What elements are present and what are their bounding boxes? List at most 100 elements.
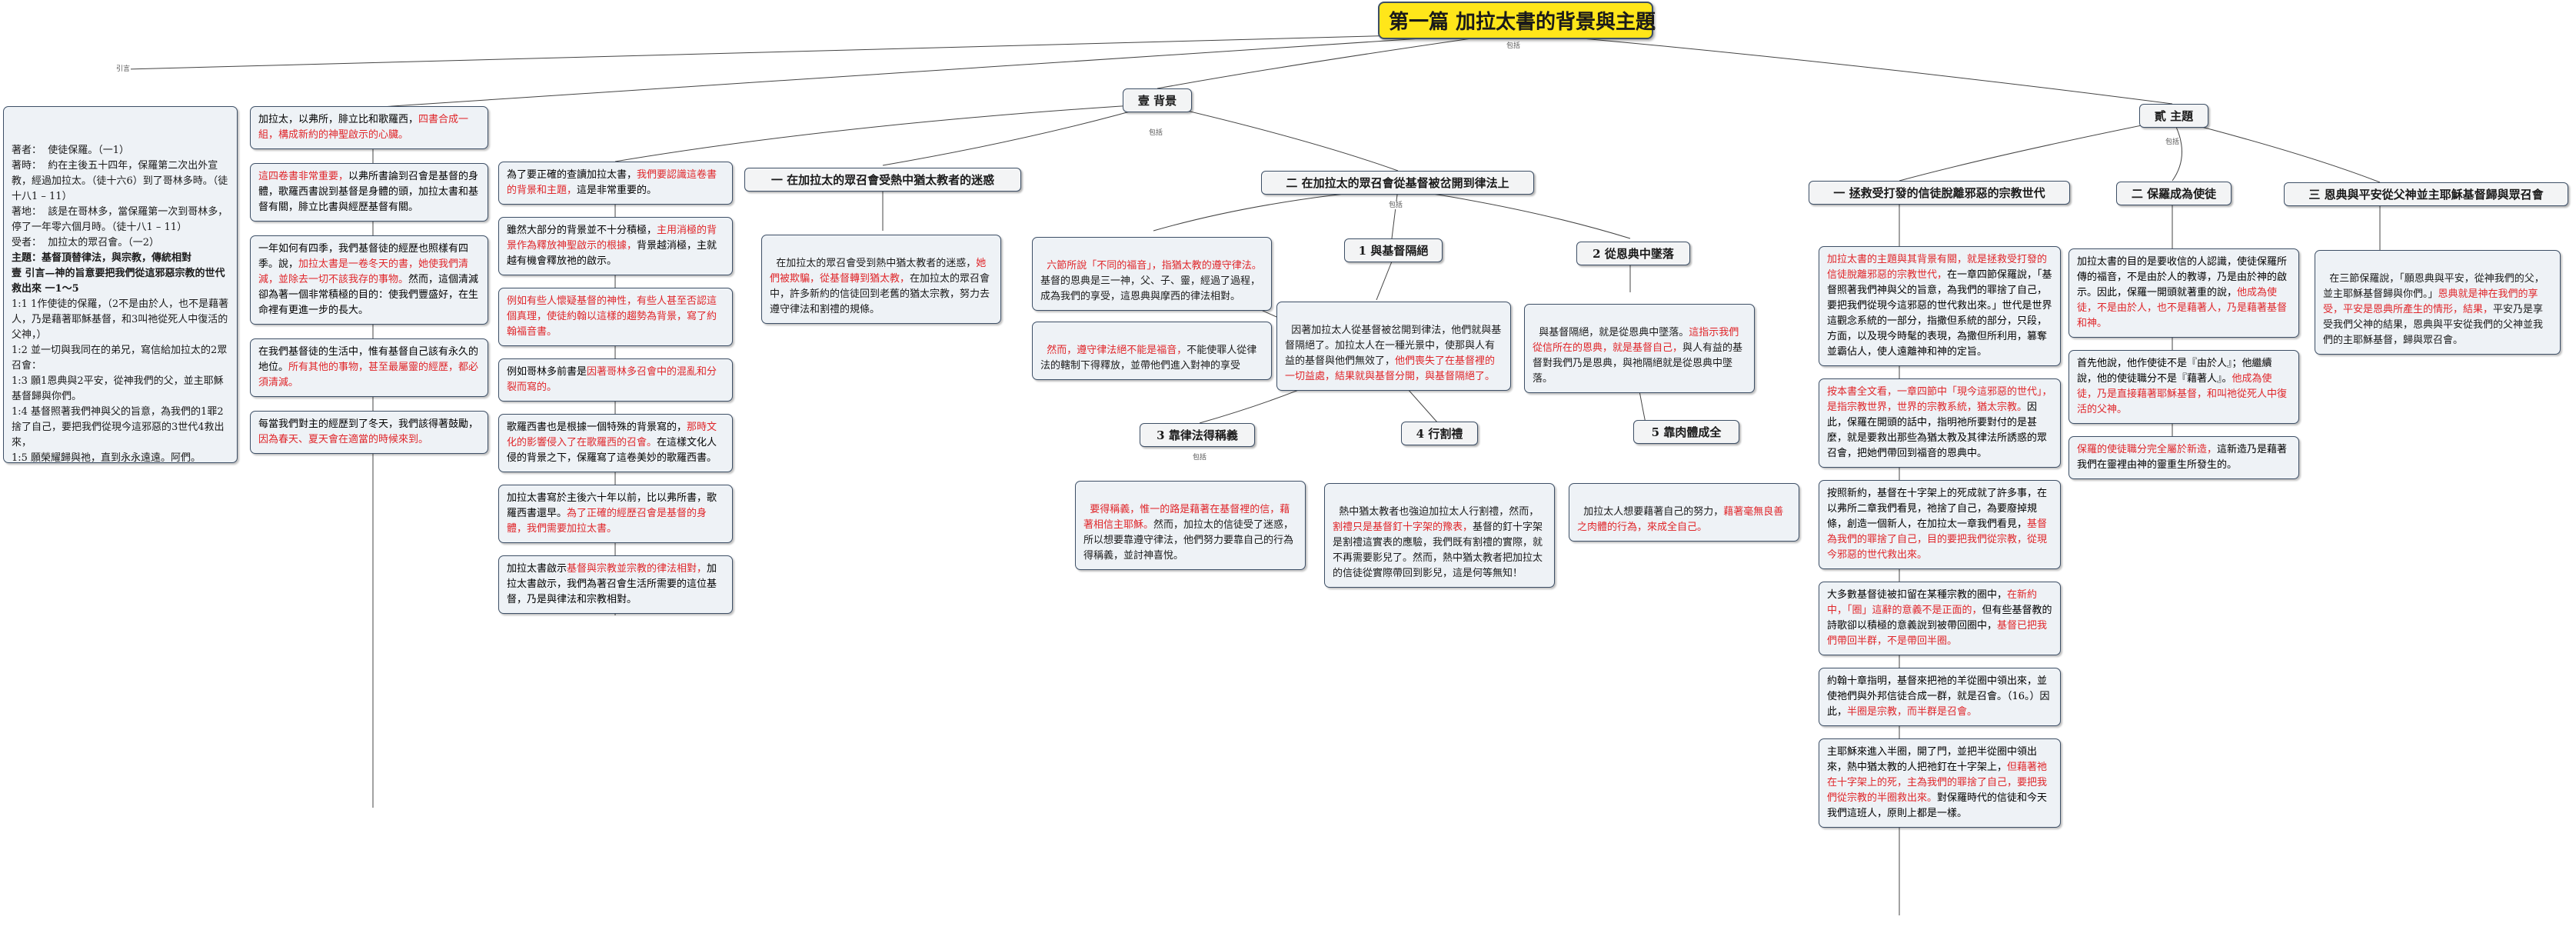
background-box-1[interactable]: 為了要正確的查讀加拉太書，我們要認識這卷書的背景和主題，這是非常重要的。 [498,162,733,205]
body-text: 加拉太，以弗所，腓立比和歌羅西， [258,114,419,125]
highlight-text: 我們要認識這卷書的背景和主題， [507,169,717,196]
highlight-text: 為了正確的經歷召會是基督的身體，我們需要加拉太書。 [507,508,707,535]
intro-line: 著地： 該是在哥林多，當保羅第一次到哥林多，停了一年零六個月時。（徒十八1 – … [12,206,228,233]
highlight-text: 這四卷書非常重要， [258,171,349,182]
column-overview: 加拉太，以弗所，腓立比和歌羅西，四書合成一組，構成新約的神聖啟示的心臟。這四卷書… [250,106,488,468]
body-text: 在三節保羅說，「願恩典與平安，從神我們的父，並主耶穌基督歸與你們。」 [2323,273,2544,300]
overview-box-1[interactable]: 加拉太，以弗所，腓立比和歌羅西，四書合成一組，構成新約的神聖啟示的心臟。 [250,106,488,149]
intro-line: 受者： 加拉太的眾召會。（一2） [12,237,160,248]
body-text: 大多數基督徒被扣留在某種宗教的圈中， [1827,589,2008,601]
theme2-title[interactable]: 二 保羅成為使徒 [2116,182,2232,205]
sub2-title[interactable]: 2 從恩典中墜落 [1576,242,1690,265]
theme1-box-2[interactable]: 按本書全文看，一章四節中「現今這邪惡的世代」，是指宗教世界，世界的宗教系統，猶太… [1819,378,2061,468]
highlight-text: 他成為使徒，乃是直接藉著耶穌基督，和叫祂從死人中復活的父神。 [2077,373,2288,415]
sub5-box[interactable]: 加拉太人想要藉著自己的努力，藉著毫無良善之肉體的行為，來成全自己。 [1569,483,1799,542]
sub2-box[interactable]: 與基督隔絕，就是從恩典中墜落。這指示我們從信所在的恩典，就是基督自己，與人有益的… [1524,304,1755,393]
sub3-box[interactable]: 要得稱義，惟一的路是藉著在基督裡的信，藉著相信主耶穌。然而，加拉太的信徒受了迷惑… [1075,481,1306,570]
body-text: 每當我們對主的經歷到了冬天，我們該得著鼓勵， [258,418,479,430]
theme1-box-4[interactable]: 大多數基督徒被扣留在某種宗教的圈中，在新約中，「圈」這辭的意義不是正面的，但有些… [1819,582,2061,655]
highlight-text: 她們被欺騙，從基督轉到猶太教， [770,258,987,285]
background-box-5[interactable]: 歌羅西書也是根據一個特殊的背景寫的，那時文化的影響侵入了在歌羅西的召會。在這樣文… [498,414,733,472]
sub1-box-text: 因著加拉太人從基督被岔開到律法，他們就與基督隔絕了。加拉太人在一種光景中，使那與… [1285,325,1501,382]
theme1-box-6[interactable]: 主耶穌來進入半圈，開了門，並把半從圈中領出來，熱中猶太教的人把祂釘在十字架上，但… [1819,738,2061,828]
overview-box-5[interactable]: 每當我們對主的經歷到了冬天，我們該得著鼓勵，因為春天、夏天會在適當的時候來到。 [250,411,488,454]
theme-title[interactable]: 貳 主題 [2139,104,2208,128]
body-text: 例如哥林多前書是 [507,366,587,378]
intro-line: 主題：基督頂替律法，與宗教，傳統相對 [12,252,192,264]
sub3-label: 包括 [1192,454,1208,462]
highlight-text: 藉著毫無良善之肉體的行為，來成全自己。 [1577,506,1784,533]
theme2-box-1[interactable]: 加拉太書的目的是要收信的人認識，使徒保羅所傳的福音，不是由於人的教導，乃是由於神… [2068,248,2299,338]
intro-line: 1:5 願榮耀歸與祂，直到永永遠遠。阿們。 [12,452,201,463]
theme3-box-text: 在三節保羅說，「願恩典與平安，從神我們的父，並主耶穌基督歸與你們。」恩典就是神在… [2323,273,2544,346]
sub1-title[interactable]: 1 與基督隔絕 [1344,238,1443,262]
sub2-title-text: 2 從恩典中墜落 [1593,247,1674,261]
bg-label: 包括 [1148,129,1164,137]
background-box-2[interactable]: 雖然大部分的背景並不十分積極，主用消極的背景作為釋放神聖啟示的根據，背景越消極，… [498,217,733,275]
theme2-box-2[interactable]: 首先他說，他作使徒不是『由於人』；他繼續說，他的使徒職分不是『藉著人』。他成為使… [2068,350,2299,424]
sub1-box[interactable]: 因著加拉太人從基督被岔開到律法，他們就與基督隔絕了。加拉太人在一種光景中，使那與… [1276,302,1511,391]
sub4-box[interactable]: 熱中猶太教者也強迫加拉太人行割禮，然而，割禮只是基督釘十字架的豫表，基督的釘十字… [1324,483,1555,588]
background-title[interactable]: 壹 背景 [1123,88,1192,112]
sub5-title[interactable]: 5 靠肉體成全 [1633,420,1739,444]
body-text: 與人有益的基督對我們乃是恩典，與祂隔絕就是從恩典中墜落。 [1533,342,1743,385]
highlight-text: 割禮只是基督釘十字架的豫表， [1333,522,1473,533]
body-text: 然而，這個清減卻為著一個非常積極的目的：使我們豐盛好，在生命裡有更進一步的長大。 [258,274,479,316]
sec1-box[interactable]: 在加拉太的眾召會受到熱中猶太教者的迷惑，她們被欺騙，從基督轉到猶太教，在加拉太的… [761,235,1001,324]
highlight-text: 基督已把我們帶回半群，不是帶回半圈。 [1827,620,2048,647]
body-text: 因著加拉太人從基督被岔開到律法，他們就與基督隔絕了。加拉太人在一種光景中，使那與… [1285,325,1502,367]
background-box-4[interactable]: 例如哥林多前書是因著哥林多召會中的混亂和分裂而寫的。 [498,358,733,402]
background-box-6[interactable]: 加拉太書寫於主後六十年以前，比以弗所書，歌羅西書還早。為了正確的經歷召會是基督的… [498,485,733,543]
sec2-title-text: 二 在加拉太的眾召會從基督被岔開到律法上 [1286,176,1509,190]
intro-line: 1:2 並一切與我同在的弟兄，寫信給加拉太的2眾召會： [12,345,228,372]
body-text: 這新造乃是藉著我們在靈裡由神的靈重生所發生的。 [2077,444,2288,471]
overview-box-3[interactable]: 一年如何有四季，我們基督徒的經歷也照樣有四季。說，加拉太書是一卷冬天的書，她使我… [250,235,488,325]
sec1-title[interactable]: 一 在加拉太的眾召會受熱中猶太教者的迷惑 [744,168,1021,192]
intro-box[interactable]: 著者： 使徒保羅。（一1）著時： 約在主後五十四年，保羅第二次出外宣教，經過加拉… [3,106,238,463]
theme1-box-3[interactable]: 按照新約，基督在十字架上的死成就了許多事，在以弗所二章我們看見，祂捨了自己，為要… [1819,480,2061,569]
intro-line: 著者： 使徒保羅。（一1） [12,145,130,156]
sub4-box-text: 熱中猶太教者也強迫加拉太人行割禮，然而，割禮只是基督釘十字架的豫表，基督的釘十字… [1333,506,1543,579]
theme1-box-5[interactable]: 約翰十章指明，基督來把祂的羊從圈中領出來，並使祂們與外邦信徒合成一群，就是召會。… [1819,668,2061,726]
body-text: 為了要正確的查讀加拉太書， [507,169,637,181]
highlight-text: 四書合成一組，構成新約的神聖啟示的心臟。 [258,114,469,141]
theme2-title-text: 二 保羅成為使徒 [2131,187,2217,201]
sub2-box-text: 與基督隔絕，就是從恩典中墜落。這指示我們從信所在的恩典，就是基督自己，與人有益的… [1533,327,1742,385]
sec2-box-b-text: 然而，遵守律法絕不能是福音，不能使罪人從律法的轄制下得釋放，並帶他們進入對神的享… [1040,345,1256,372]
body-text: 基督的釘十字架是割禮這實表的應驗，我們既有割禮的實際，就不再需要影兒了。然而，熱… [1333,522,1543,579]
theme1-title[interactable]: 一 拯救受打發的信徒脫離邪惡的宗教世代 [1809,181,2070,205]
body-text: 加拉太書啟示，我們為著召會生活所需要的這位基督，乃是與律法和宗教相對。 [507,563,717,605]
highlight-text: 他們喪失了在基督裡的一切益處，結果就與基督分開，與基督隔絕了。 [1285,355,1496,382]
root-title-text: 第一篇 加拉太書的背景與主題 [1389,11,1656,34]
theme1-box-1[interactable]: 加拉太書的主題與其背景有關，就是拯救受打發的信徒脫離邪惡的宗教世代，在一章四節保… [1819,246,2061,366]
body-text: 歌羅西書也是根據一個特殊的背景寫的， [507,422,687,433]
highlight-text: 基督為我們的罪捨了自己，目的要把我們從宗教，從現今邪惡的世代救出來。 [1827,518,2048,561]
theme3-box[interactable]: 在三節保羅說，「願恩典與平安，從神我們的父，並主耶穌基督歸與你們。」恩典就是神在… [2315,250,2561,355]
highlight-text: 恩典就是神在我們的享受，平安是恩典所產生的情形，結果， [2323,288,2538,315]
sec2-box-b[interactable]: 然而，遵守律法絕不能是福音，不能使罪人從律法的轄制下得釋放，並帶他們進入對神的享… [1032,322,1272,380]
sec2-label: 包括 [1388,202,1404,209]
body-text: 但有些基督教的詩歌卻以積極的意義說到被帶回圈中， [1827,605,2052,632]
highlight-text: 半圈是宗教，而半群是召會。 [1847,706,1978,718]
sec2-box-a-text: 六節所說「不同的福音」，指猶太教的遵守律法。基督的恩典是三一神，父、子、靈，經過… [1040,260,1262,302]
body-text: 在一章四節保羅說，「基督照著我們神與父的旨意，為我們的罪捨了自己，要把我們從現今… [1827,269,2052,358]
body-text: 在加拉太的眾召會中，許多新約的信徒回到老舊的猶太宗教，努力去遵守律法和割禮的規條… [770,273,990,315]
overview-box-4[interactable]: 在我們基督徒的生活中，惟有基督自己該有永久的地位。所有其他的事物，甚至最屬靈的經… [250,338,488,397]
body-text: 在這樣文化人侵的背景之下，保羅寫了這卷美妙的歌羅西書。 [507,437,717,464]
root-title[interactable]: 第一篇 加拉太書的背景與主題 [1378,2,1656,39]
background-box-7[interactable]: 加拉太書啟示基督與宗教並宗教的律法相對，加拉太書啟示，我們為著召會生活所需要的這… [498,555,733,614]
sec2-title[interactable]: 二 在加拉太的眾召會從基督被岔開到律法上 [1261,171,1534,195]
overview-box-2[interactable]: 這四卷書非常重要，以弗所書論到召會是基督的身體，歌羅西書說到基督是身體的頭，加拉… [250,163,488,222]
theme3-title[interactable]: 三 恩典與平安從父神並主耶穌基督歸與眾召會 [2284,182,2568,206]
intro-line: 壹 引言—神的旨意要把我們從這邪惡宗教的世代救出來 一1～5 [12,268,225,295]
body-text: 在我們基督徒的生活中，惟有基督自己該有永久的地位。 [258,346,479,373]
sub4-title[interactable]: 4 行割禮 [1401,422,1478,445]
highlight-text: 但藉著祂在十字架上的死，主為我們的罪捨了自己，要把我們從宗教的半圈救出來。 [1827,762,2048,804]
intro-lines: 著者： 使徒保羅。（一1）著時： 約在主後五十四年，保羅第二次出外宣教，經過加拉… [12,143,229,463]
highlight-text: 基督與宗教並宗教的律法相對， [567,563,707,575]
root-label-left: 引言 [115,65,131,73]
theme2-box-3[interactable]: 保羅的使徒職分完全屬於新造，這新造乃是藉著我們在靈裡由神的靈重生所發生的。 [2068,436,2299,479]
sub3-title[interactable]: 3 靠律法得稱義 [1140,423,1255,447]
background-box-3[interactable]: 例如有些人懷疑基督的神性，有些人甚至否認這個真理，使徒約翰以這樣的趨勢為背景，寫… [498,288,733,346]
sec2-box-a[interactable]: 六節所說「不同的福音」，指猶太教的遵守律法。基督的恩典是三一神，父、子、靈，經過… [1032,237,1272,311]
